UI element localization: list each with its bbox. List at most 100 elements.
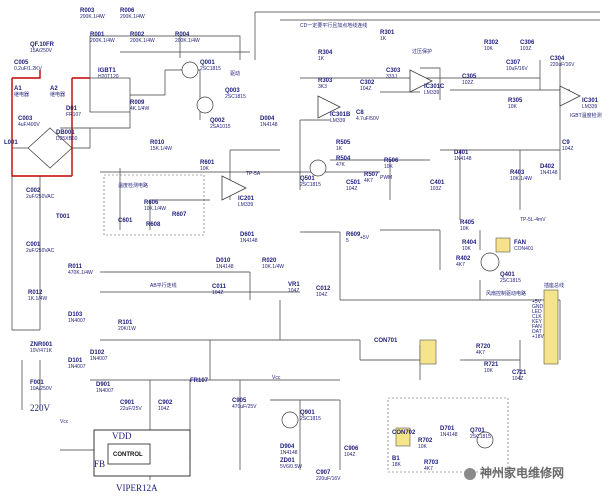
c305-ref: C305 <box>462 74 477 80</box>
c906-val: 104Z <box>344 452 356 458</box>
drive-note: 驱动 <box>230 71 241 77</box>
r006-ref: R006 <box>120 8 135 14</box>
c501-ref: C501 <box>346 180 361 186</box>
r304-val: 1K <box>318 56 325 62</box>
r702-ref: R702 <box>418 438 433 444</box>
d101-ref: D101 <box>68 358 83 364</box>
q001-ref: Q001 <box>200 60 215 66</box>
ic301b-ref: IC301B <box>330 112 351 118</box>
r504-ref: R504 <box>336 156 351 162</box>
q901-val: 2SC1815 <box>300 416 321 422</box>
f001-ref: F001 <box>30 380 44 386</box>
r004-ref: R004 <box>175 32 190 38</box>
c307-ref: C307 <box>506 60 521 66</box>
c401-ref: C401 <box>430 180 445 186</box>
ic301b-val: LM339 <box>330 118 346 124</box>
c305-val: 102Z <box>462 80 474 86</box>
c003-ref: C003 <box>18 116 33 122</box>
r003-val: 200K.1/4W <box>80 14 105 20</box>
r720-val: 4K7 <box>476 350 485 356</box>
r404-val: 10K <box>462 246 471 252</box>
fuse-val: 15A/250V <box>30 48 52 54</box>
fuse-ref: QF.10FR <box>30 42 55 48</box>
r606-val: 10K.1/4W <box>144 206 166 212</box>
wm-logo-icon <box>464 468 476 480</box>
c907-val: 220uF/16V <box>316 476 341 482</box>
vr1-val: 104Z <box>288 288 300 294</box>
c9-val: 104Z <box>562 146 574 152</box>
d901-val: 1N4007 <box>96 388 114 394</box>
r101-val: 20K/1W <box>118 326 136 332</box>
r505-val: 1K <box>336 146 343 152</box>
con701-box <box>419 339 437 365</box>
c401-val: 103Z <box>430 186 442 192</box>
q901-ref: Q901 <box>300 410 315 416</box>
db01-val: D25XB60 <box>56 136 78 142</box>
vcc2-label: Vcc <box>60 419 69 425</box>
pwm-label: PWM <box>380 175 393 181</box>
r703-ref: R703 <box>424 460 439 466</box>
r405-ref: R405 <box>460 220 475 226</box>
viper-label: VIPER12A <box>116 483 158 493</box>
con702-ref: CON702 <box>392 430 416 436</box>
a2-ref: A2 <box>50 86 58 92</box>
c303-ref: C303 <box>386 68 401 74</box>
c011-ref: C011 <box>212 284 227 290</box>
transistors <box>181 61 500 449</box>
r001-ref: R001 <box>90 32 105 38</box>
r303-val: 3K3 <box>318 84 327 90</box>
c012-ref: C012 <box>316 286 331 292</box>
vr1-ref: VR1 <box>288 282 300 288</box>
d010-val: 1N4148 <box>216 264 234 270</box>
r504-val: 47K <box>336 162 345 168</box>
temp-note: 温度检测电路 <box>118 183 149 189</box>
vdd-label: VDD <box>112 431 132 441</box>
c501-val: 104Z <box>346 186 358 192</box>
d402-val: 1N4148 <box>540 170 558 176</box>
r011-ref: R011 <box>68 264 83 270</box>
igbt-ref: IGBT1 <box>98 68 116 74</box>
c905-ref: C905 <box>232 398 247 404</box>
watermark-text: 神州家电维修网 <box>480 466 565 480</box>
ic301d-val: LM339 <box>582 104 598 110</box>
r004-val: 200K.1/4W <box>175 38 200 44</box>
r402-ref: R402 <box>456 256 471 262</box>
tp2-label: TP-5L-4mV <box>520 217 546 223</box>
r012-ref: R012 <box>28 290 43 296</box>
cd-line-note: CD一定要平行且加点地线连线 <box>300 23 368 29</box>
c005-ref: C005 <box>14 60 29 66</box>
c902-val: 104Z <box>158 406 170 412</box>
d102-val: 1N4007 <box>90 356 108 362</box>
v220-label: 220V <box>30 403 50 413</box>
r302-val: 10K <box>484 46 493 52</box>
r506-val: 10K <box>384 164 393 170</box>
q003-ref: Q003 <box>225 88 240 94</box>
c001-ref: C001 <box>26 242 41 248</box>
d402-ref: D402 <box>540 164 555 170</box>
c8-ref: C8 <box>356 110 364 116</box>
c005-val: 0.2uF/1.2KV <box>14 66 42 72</box>
dashed-boxes <box>103 174 509 473</box>
r607-ref: R607 <box>172 212 187 218</box>
r403-val: 10K.1/4W <box>510 176 532 182</box>
r002-ref: R002 <box>130 32 145 38</box>
vr01-ref: ZNR001 <box>30 342 53 348</box>
ic201-val: LM339 <box>238 202 254 208</box>
c012-val: 104Z <box>316 292 328 298</box>
c002-ref: C002 <box>26 188 41 194</box>
c906-ref: C906 <box>344 446 359 452</box>
r002-val: 200K.1/4W <box>130 38 155 44</box>
d103-val: 1N4007 <box>68 318 86 324</box>
d904-val: 1N4148 <box>280 450 298 456</box>
c307-val: 10uF/16V <box>506 66 528 72</box>
r606-ref: R606 <box>144 200 159 206</box>
c9-ref: C9 <box>562 140 570 146</box>
r507-ref: R507 <box>364 172 379 178</box>
r721-val: 10K <box>484 368 493 374</box>
q002-val: 2SA1015 <box>210 124 231 130</box>
con-pinlabels: +5V GND LED CLK KEY FAN DAT +18V <box>532 299 544 340</box>
c901-val: 22uF/25V <box>120 406 142 412</box>
d01-ref: D01 <box>66 106 78 112</box>
fan-val: CON401 <box>514 246 534 252</box>
r609-val: 5 <box>346 238 349 244</box>
